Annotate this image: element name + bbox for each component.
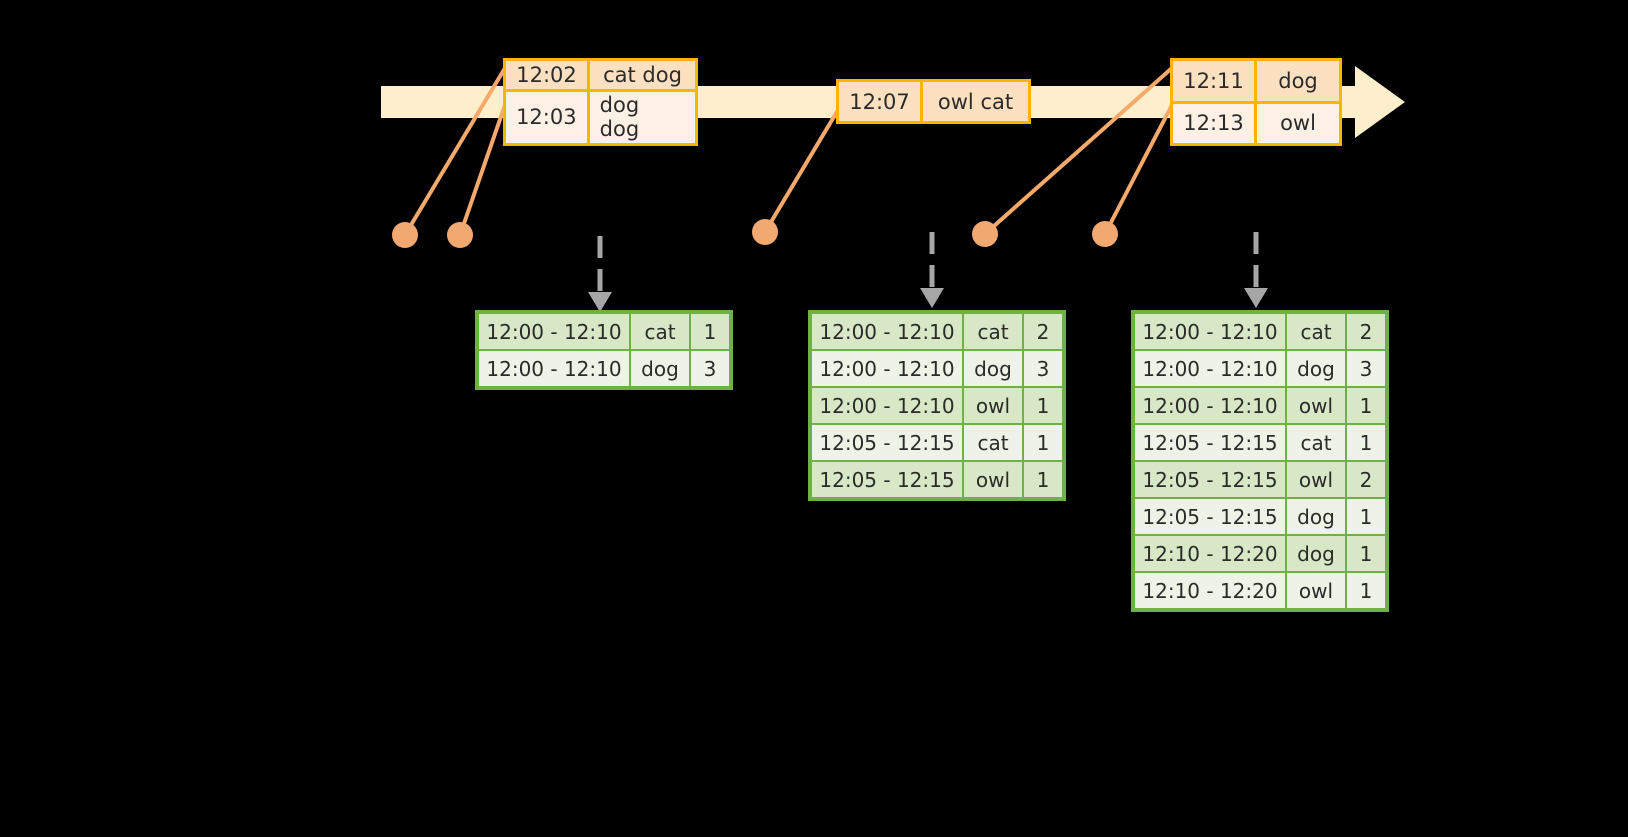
key-cell: dog <box>964 351 1022 386</box>
connector-dot-1203 <box>447 222 473 248</box>
count-cell: 1 <box>1347 536 1385 571</box>
connector-dot-1213 <box>1092 221 1118 247</box>
window-cell: 12:05 - 12:15 <box>812 462 962 497</box>
count-cell: 2 <box>1347 314 1385 349</box>
event-text: cat dog <box>590 61 695 89</box>
connector-dot-1211 <box>972 221 998 247</box>
key-cell: dog <box>1287 351 1345 386</box>
connector-dot-1207 <box>752 219 778 245</box>
dashed-arrow-to-snapshot-2 <box>920 232 944 308</box>
table-row[interactable]: 12:00 - 12:10 dog 3 <box>1134 350 1386 387</box>
table-row[interactable]: 12:00 - 12:10 owl 1 <box>1134 387 1386 424</box>
key-cell: dog <box>1287 536 1345 571</box>
window-cell: 12:00 - 12:10 <box>812 351 962 386</box>
window-cell: 12:05 - 12:15 <box>812 425 962 460</box>
connector-line-1203 <box>458 104 507 236</box>
event-time: 12:13 <box>1173 103 1257 143</box>
key-cell: owl <box>964 388 1022 423</box>
event-row[interactable]: 12:11 dog <box>1173 61 1339 101</box>
table-row[interactable]: 12:00 - 12:10 cat 1 <box>478 313 730 350</box>
event-row[interactable]: 12:07 owl cat <box>839 82 1028 121</box>
window-cell: 12:10 - 12:20 <box>1135 536 1285 571</box>
count-cell: 2 <box>1024 314 1062 349</box>
table-row[interactable]: 12:05 - 12:15 dog 1 <box>1134 498 1386 535</box>
table-row[interactable]: 12:05 - 12:15 owl 2 <box>1134 461 1386 498</box>
timeline-arrow-head <box>1355 66 1405 138</box>
key-cell: cat <box>1287 425 1345 460</box>
window-cell: 12:00 - 12:10 <box>479 314 629 349</box>
table-row[interactable]: 12:05 - 12:15 cat 1 <box>811 424 1063 461</box>
count-cell: 1 <box>1347 499 1385 534</box>
window-cell: 12:05 - 12:15 <box>1135 462 1285 497</box>
event-time: 12:03 <box>506 91 590 143</box>
event-text: owl <box>1257 103 1339 143</box>
count-cell: 3 <box>1024 351 1062 386</box>
count-cell: 1 <box>1347 425 1385 460</box>
table-row[interactable]: 12:00 - 12:10 cat 2 <box>1134 313 1386 350</box>
count-cell: 1 <box>691 314 729 349</box>
count-cell: 1 <box>1347 388 1385 423</box>
key-cell: dog <box>631 351 689 386</box>
window-cell: 12:05 - 12:15 <box>1135 499 1285 534</box>
count-cell: 2 <box>1347 462 1385 497</box>
window-cell: 12:05 - 12:15 <box>1135 425 1285 460</box>
connector-line-1207 <box>763 108 840 234</box>
window-cell: 12:00 - 12:10 <box>1135 388 1285 423</box>
count-cell: 1 <box>1024 462 1062 497</box>
count-cell: 1 <box>1024 388 1062 423</box>
event-box-group-1[interactable]: 12:02 cat dog 12:03 dog dog <box>503 58 698 146</box>
key-cell: owl <box>1287 462 1345 497</box>
event-text: dog <box>1257 61 1339 101</box>
count-cell: 1 <box>1024 425 1062 460</box>
table-row[interactable]: 12:00 - 12:10 dog 3 <box>811 350 1063 387</box>
window-cell: 12:10 - 12:20 <box>1135 573 1285 608</box>
connector-dot-1202 <box>392 222 418 248</box>
key-cell: owl <box>1287 388 1345 423</box>
window-cell: 12:00 - 12:10 <box>812 314 962 349</box>
table-row[interactable]: 12:00 - 12:10 cat 2 <box>811 313 1063 350</box>
window-cell: 12:00 - 12:10 <box>1135 351 1285 386</box>
table-row[interactable]: 12:10 - 12:20 owl 1 <box>1134 572 1386 609</box>
key-cell: dog <box>1287 499 1345 534</box>
event-row[interactable]: 12:03 dog dog <box>506 88 695 143</box>
table-row[interactable]: 12:10 - 12:20 dog 1 <box>1134 535 1386 572</box>
key-cell: cat <box>964 314 1022 349</box>
event-row[interactable]: 12:13 owl <box>1173 100 1339 143</box>
table-row[interactable]: 12:00 - 12:10 owl 1 <box>811 387 1063 424</box>
count-cell: 1 <box>1347 573 1385 608</box>
key-cell: owl <box>1287 573 1345 608</box>
window-cell: 12:00 - 12:10 <box>812 388 962 423</box>
key-cell: cat <box>964 425 1022 460</box>
table-row[interactable]: 12:00 - 12:10 dog 3 <box>478 350 730 387</box>
snapshot-table-1[interactable]: 12:00 - 12:10 cat 1 12:00 - 12:10 dog 3 <box>475 310 733 390</box>
connector-line-1213 <box>1103 104 1174 235</box>
event-time: 12:02 <box>506 61 590 89</box>
window-cell: 12:00 - 12:10 <box>1135 314 1285 349</box>
dashed-arrow-to-snapshot-3 <box>1244 232 1268 308</box>
key-cell: cat <box>1287 314 1345 349</box>
event-row[interactable]: 12:02 cat dog <box>506 61 695 89</box>
count-cell: 3 <box>691 351 729 386</box>
snapshot-table-3[interactable]: 12:00 - 12:10 cat 2 12:00 - 12:10 dog 3 … <box>1131 310 1389 612</box>
table-row[interactable]: 12:05 - 12:15 owl 1 <box>811 461 1063 498</box>
event-text: owl cat <box>923 82 1028 121</box>
key-cell: owl <box>964 462 1022 497</box>
event-time: 12:11 <box>1173 61 1257 101</box>
event-box-group-2[interactable]: 12:07 owl cat <box>836 79 1031 124</box>
dashed-arrow-to-snapshot-1 <box>588 236 612 312</box>
table-row[interactable]: 12:05 - 12:15 cat 1 <box>1134 424 1386 461</box>
event-time: 12:07 <box>839 82 923 121</box>
key-cell: cat <box>631 314 689 349</box>
event-text: dog dog <box>589 91 695 143</box>
count-cell: 3 <box>1347 351 1385 386</box>
snapshot-table-2[interactable]: 12:00 - 12:10 cat 2 12:00 - 12:10 dog 3 … <box>808 310 1066 501</box>
window-cell: 12:00 - 12:10 <box>479 351 629 386</box>
event-box-group-3[interactable]: 12:11 dog 12:13 owl <box>1170 58 1342 146</box>
